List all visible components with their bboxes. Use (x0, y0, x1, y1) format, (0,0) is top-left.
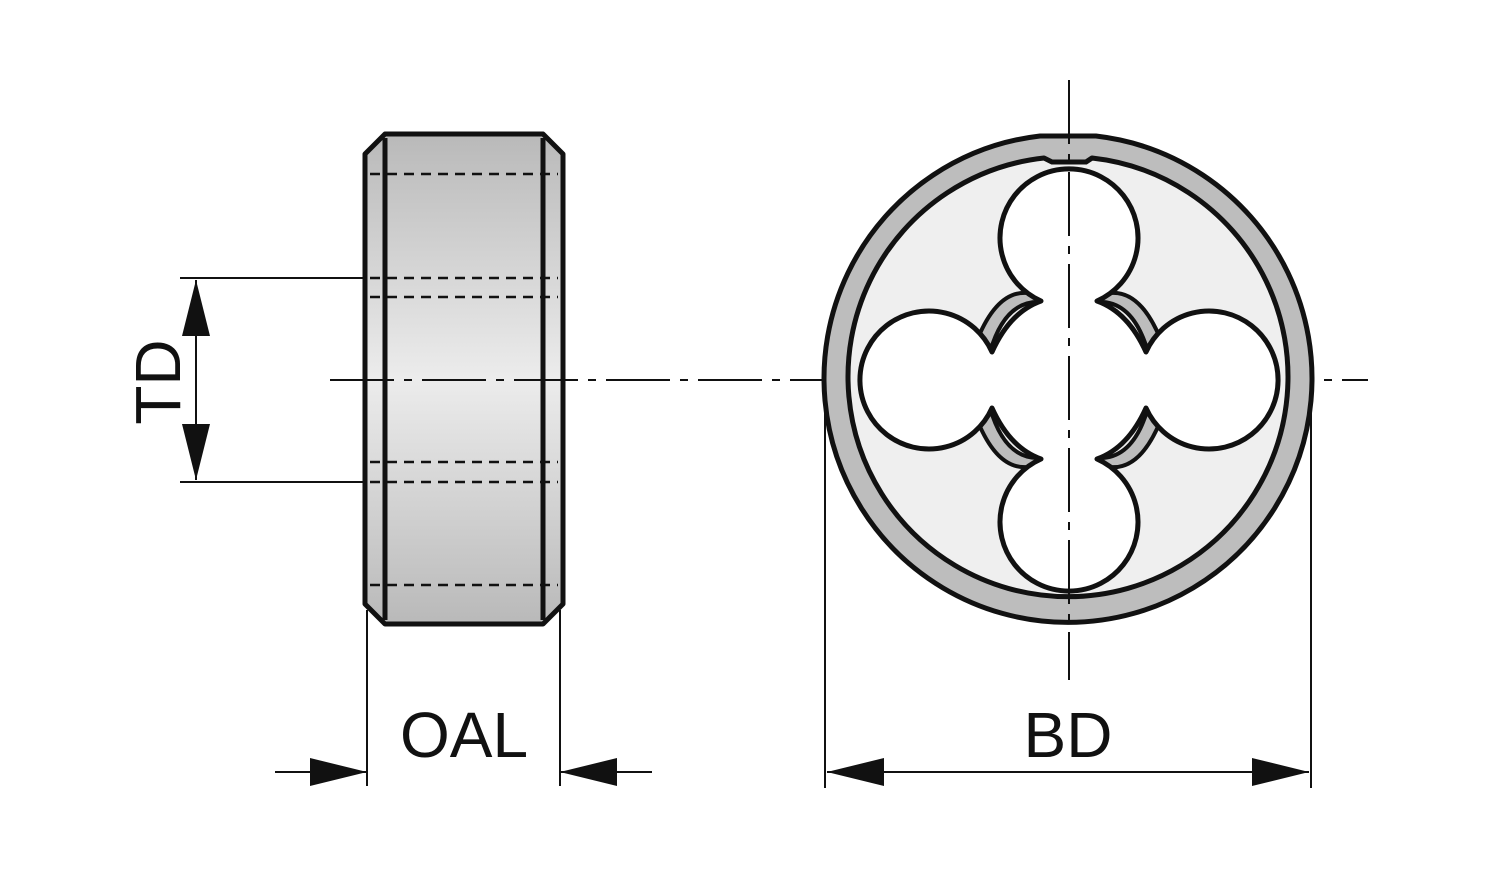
front-view-chip-grooves (976, 290, 1162, 470)
oal-arrow-right (560, 758, 617, 786)
dimension-bd: BD (824, 395, 1312, 788)
oal-arrow-left (310, 758, 367, 786)
td-arrow-top (182, 280, 210, 336)
bd-arrow-left (827, 758, 884, 786)
front-view (821, 80, 1315, 680)
oal-label: OAL (400, 699, 528, 771)
td-arrow-bottom (182, 424, 210, 480)
bd-arrow-right (1252, 758, 1309, 786)
td-label: TD (122, 339, 194, 424)
side-view-hidden-lines (370, 172, 558, 587)
dimension-td: TD (122, 277, 365, 483)
bd-label: BD (1024, 699, 1113, 771)
dimension-oal: OAL (275, 610, 652, 786)
